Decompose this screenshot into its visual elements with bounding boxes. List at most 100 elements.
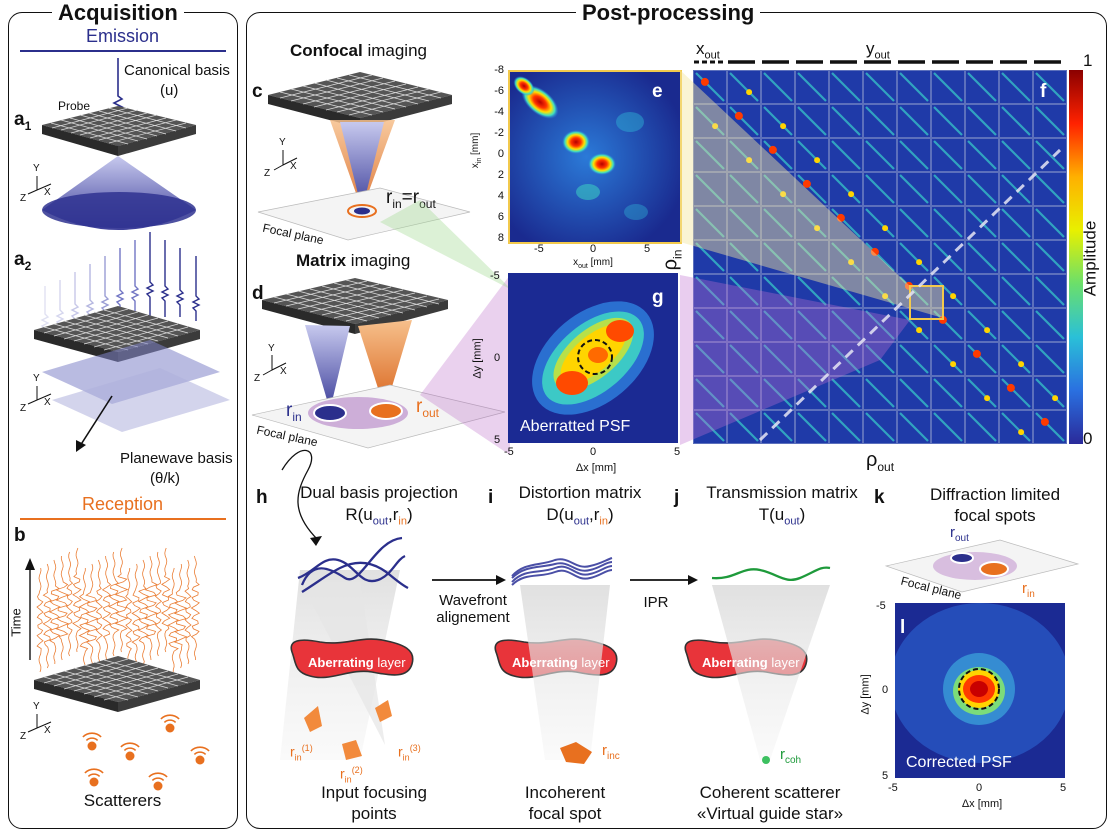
- panel-label-b: b: [14, 525, 26, 546]
- i-equation: D(uout,rin): [546, 505, 614, 528]
- panel-label-e: e: [652, 81, 663, 102]
- colorbar-min: 0: [1083, 429, 1093, 448]
- k-rout-label: rout: [950, 524, 969, 544]
- confocal-equation: rin=rout: [386, 187, 436, 211]
- emission-heading: Emission: [85, 26, 160, 46]
- scatterers-label: Scatterers: [83, 791, 162, 810]
- rin1-label: rin(1): [290, 743, 313, 763]
- yout-label: yout: [866, 39, 890, 62]
- axis-y-a2: Y: [33, 373, 40, 384]
- layer-label-j: Aberrating layer: [702, 655, 800, 670]
- g-xtick: -5: [504, 446, 514, 458]
- e-ytick: -2: [494, 127, 504, 139]
- layer-label-i: Aberrating layer: [512, 655, 610, 670]
- g-ytick: -5: [490, 270, 500, 282]
- axis-z-d: Z: [254, 373, 261, 384]
- g-xtick: 0: [590, 446, 597, 458]
- axis-z-a2: Z: [20, 403, 27, 414]
- rin3-label: rin(3): [398, 743, 421, 763]
- e-xtick: 5: [644, 243, 651, 255]
- l-ytick: 0: [882, 684, 889, 696]
- panel-f-matrix: [693, 70, 1067, 444]
- e-ytick: 4: [497, 190, 504, 202]
- g-ytick: 0: [494, 352, 501, 364]
- e-ytick: -4: [494, 106, 504, 118]
- colorbar: [1069, 70, 1083, 444]
- e-ytick: -8: [494, 64, 504, 76]
- panel-label-c: c: [252, 81, 263, 102]
- l-xtick: 0: [976, 782, 983, 794]
- planewave-basis-label: Planewave basis: [120, 450, 233, 467]
- canonical-basis-symbol: (u): [160, 82, 179, 99]
- e-xlabel: xout [mm]: [573, 257, 613, 270]
- rin-label-d: rin: [286, 400, 302, 424]
- matrix-imaging-title: Matrix imaging: [296, 251, 411, 270]
- rout-label-d: rout: [416, 396, 440, 420]
- panel-label-l: l: [900, 617, 906, 638]
- rcoh-label: rcoh: [780, 746, 802, 766]
- probe-label: Probe: [58, 99, 91, 113]
- canonical-basis-label: Canonical basis: [124, 62, 230, 79]
- j-bottom-caption: Coherent scatterer«Virtual guide star»: [696, 783, 844, 823]
- e-yticks: -8 -6 -4 -2 0 2 4 6 8: [480, 64, 504, 244]
- axis-z-c: Z: [264, 168, 271, 179]
- e-ytick: -6: [494, 85, 504, 97]
- acquisition-title: Acquisition: [52, 2, 184, 24]
- h-title: Dual basis projection: [300, 483, 458, 502]
- arrow2-label: IPR: [643, 594, 669, 611]
- g-xtick: 5: [674, 446, 681, 458]
- h-equation: R(uout,rin): [345, 505, 413, 528]
- e-xtick: -5: [534, 243, 544, 255]
- matrix-imaging-graphic: [251, 200, 512, 546]
- panel-label-f: f: [1040, 81, 1047, 102]
- l-caption: Corrected PSF: [906, 754, 1012, 771]
- confocal-graphic: [257, 72, 471, 241]
- l-xtick: -5: [888, 782, 898, 794]
- axis-z-b: Z: [20, 731, 27, 742]
- rho-out-label: ρout: [865, 449, 895, 474]
- layer-label-h: Aberrating layer: [308, 655, 406, 670]
- axis-y-b: Y: [33, 701, 40, 712]
- axis-x-a1: X: [44, 187, 51, 198]
- panel-e-plot: [508, 70, 682, 244]
- reception-graphic: [25, 547, 210, 791]
- axis-y-a1: Y: [33, 163, 40, 174]
- e-xtick: 0: [590, 243, 597, 255]
- panel-label-i: i: [488, 487, 494, 508]
- e-ytick: 8: [497, 232, 504, 244]
- axis-x-d: X: [280, 366, 287, 377]
- planewave-basis-symbol: (θ/k): [150, 470, 180, 487]
- panel-label-d: d: [252, 283, 264, 304]
- panel-label-j: j: [674, 487, 680, 508]
- g-xlabel: Δx [mm]: [575, 462, 617, 474]
- axis-x-a2: X: [44, 397, 51, 408]
- rin2-label: rin(2): [340, 765, 363, 785]
- g-caption: Aberratted PSF: [520, 418, 631, 435]
- l-ylabel: Δy [mm]: [859, 674, 872, 715]
- l-xtick: 5: [1060, 782, 1067, 794]
- panel-label-h: h: [256, 487, 268, 508]
- postprocessing-title: Post-processing: [576, 2, 761, 24]
- panel-label-a1: a1: [14, 109, 32, 133]
- reception-rule: [20, 518, 226, 520]
- e-ytick: 6: [497, 211, 504, 223]
- xout-label: xout: [696, 39, 720, 62]
- i-title: Distortion matrix: [518, 483, 642, 502]
- panel-label-g: g: [652, 287, 664, 308]
- k-rin-label: rin: [1022, 580, 1035, 600]
- e-ytick: 0: [497, 148, 504, 160]
- reception-heading: Reception: [81, 494, 164, 514]
- panel-label-a2: a2: [14, 249, 32, 273]
- emission-probe-graphic: [27, 58, 196, 230]
- axis-y-d: Y: [268, 343, 275, 354]
- panel-g-plot: [508, 273, 678, 443]
- confocal-title: Confocal imaging: [290, 41, 427, 60]
- l-xlabel: Δx [mm]: [961, 798, 1003, 810]
